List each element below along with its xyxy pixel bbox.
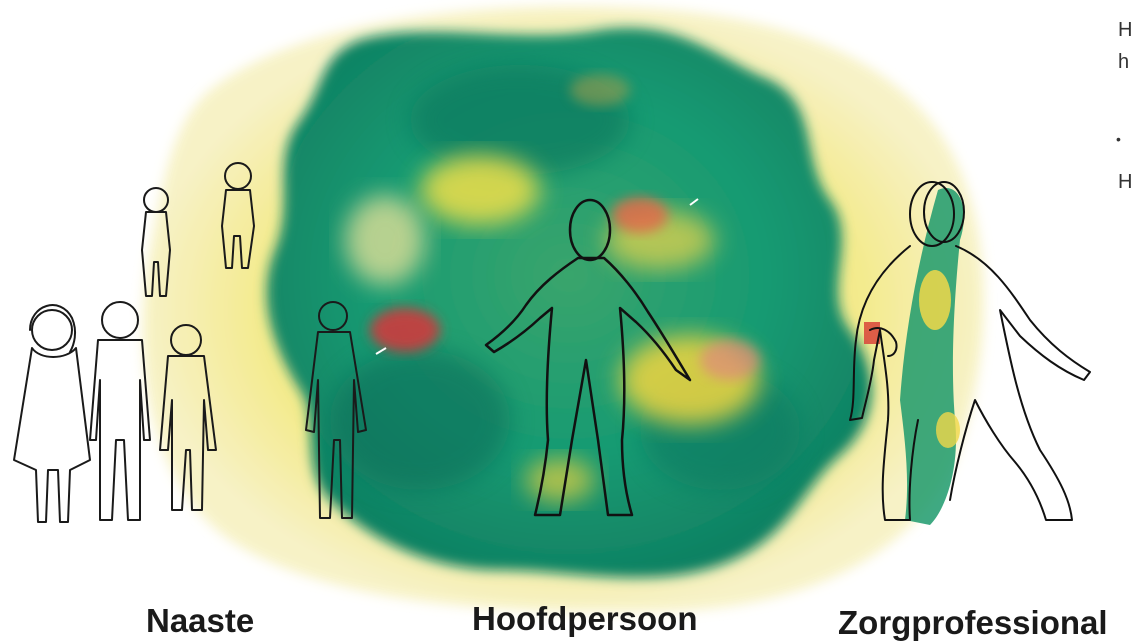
label-naaste: Naaste bbox=[146, 604, 254, 637]
label-zorgprofessional: Zorgprofessional bbox=[838, 606, 1108, 639]
edge-text: H bbox=[1118, 20, 1131, 40]
green-blot bbox=[267, 28, 872, 578]
label-hoofdpersoon: Hoofdpersoon bbox=[472, 602, 697, 635]
edge-bullet: • bbox=[1116, 132, 1121, 146]
adult-woman-icon bbox=[14, 305, 90, 522]
adult-man-icon bbox=[90, 302, 150, 520]
edge-text: h bbox=[1118, 52, 1129, 72]
edge-text: H bbox=[1118, 172, 1131, 192]
